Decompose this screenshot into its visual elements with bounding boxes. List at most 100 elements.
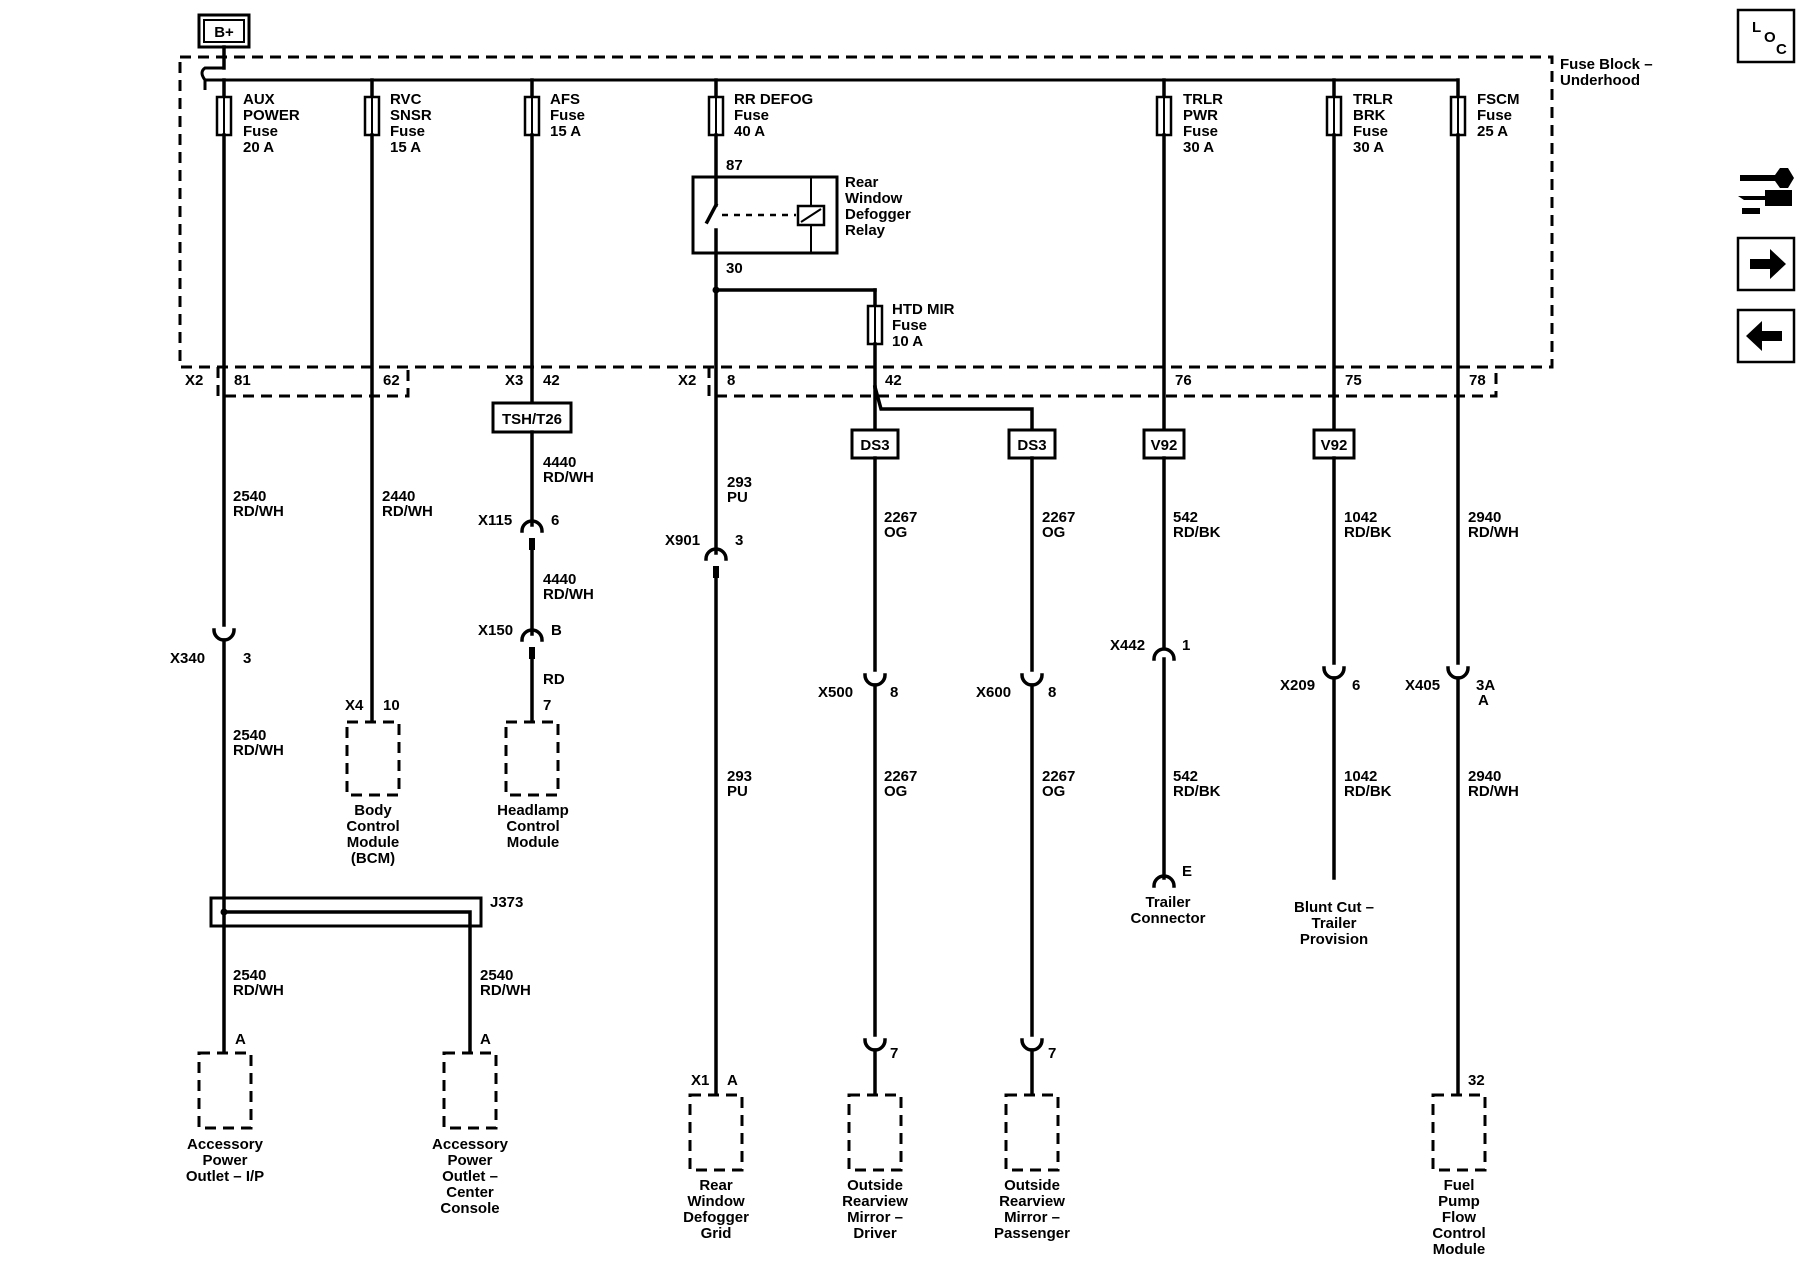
svg-text:3: 3 (735, 532, 743, 549)
connector-x115: X115 (478, 512, 512, 529)
pin-42-mir: 42 (885, 372, 902, 389)
connector-x500: X500 (818, 684, 853, 701)
svg-text:X1: X1 (691, 1072, 709, 1089)
svg-text:L: L (1752, 19, 1761, 36)
svg-text:3A: 3A (1476, 677, 1495, 694)
pin-8: 8 (727, 372, 735, 389)
pin-42-afs: 42 (543, 372, 560, 389)
svg-text:A: A (480, 1031, 491, 1048)
connector-x209: X209 (1280, 677, 1315, 694)
battery-positive-source: B+ (197, 13, 251, 49)
connector-swap-icon[interactable] (1738, 168, 1794, 214)
svg-text:6: 6 (1352, 677, 1360, 694)
connector-x442: X442 (1110, 637, 1145, 654)
splice-pack-tsh-t26: TSH/T26 (502, 411, 562, 428)
connector-x3: X3 (505, 372, 523, 389)
connector-x2-left: X2 (185, 372, 203, 389)
splice-pack-ds3-driver: DS3 (860, 437, 889, 454)
svg-text:8: 8 (890, 684, 898, 701)
fuse-block-label: Fuse Block – Underhood (1560, 56, 1657, 89)
svg-text:7: 7 (1048, 1045, 1056, 1062)
splice-pack-v92-brk: V92 (1321, 437, 1348, 454)
svg-text:1: 1 (1182, 637, 1190, 654)
svg-text:10: 10 (383, 697, 400, 714)
connector-x150: X150 (478, 622, 513, 639)
svg-text:RD: RD (543, 671, 565, 688)
connector-x901: X901 (665, 532, 700, 549)
forward-arrow-icon[interactable] (1736, 236, 1796, 292)
svg-text:87: 87 (726, 157, 743, 174)
splice-pack-ds3-passenger: DS3 (1017, 437, 1046, 454)
svg-text:6: 6 (551, 512, 559, 529)
svg-text:32: 32 (1468, 1072, 1485, 1089)
pin-76: 76 (1175, 372, 1192, 389)
svg-text:A: A (1478, 692, 1489, 709)
svg-text:A: A (727, 1072, 738, 1089)
connector-x2-right: X2 (678, 372, 696, 389)
connector-x600: X600 (976, 684, 1011, 701)
pin-78: 78 (1469, 372, 1486, 389)
loc-icon[interactable]: L O C (1736, 8, 1796, 64)
pin-62: 62 (383, 372, 400, 389)
svg-text:E: E (1182, 863, 1192, 880)
back-arrow-icon[interactable] (1736, 308, 1796, 364)
svg-text:7: 7 (890, 1045, 898, 1062)
splice-pack-v92-pwr: V92 (1151, 437, 1178, 454)
svg-text:3: 3 (243, 650, 251, 667)
svg-text:30: 30 (726, 260, 743, 277)
connector-x2-right-outline (707, 367, 1498, 398)
connector-x340: X340 (170, 650, 205, 667)
connector-x405: X405 (1405, 677, 1440, 694)
pin-81: 81 (234, 372, 251, 389)
